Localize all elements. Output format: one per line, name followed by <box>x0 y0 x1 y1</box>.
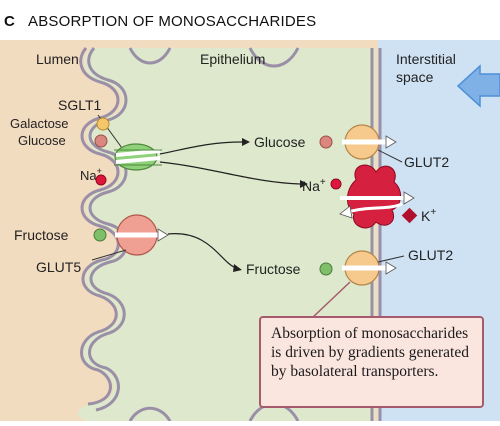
glut5-leader <box>91 249 127 261</box>
fructose-arrow <box>167 233 237 269</box>
glut5-transporter <box>115 214 169 256</box>
tight-junction-left <box>128 47 172 65</box>
sodium-ion-lumen <box>95 174 107 186</box>
glut2-top-leader <box>377 149 403 163</box>
na-k-atpase <box>339 164 415 229</box>
galactose-label: Galactose <box>10 116 69 131</box>
glut2-bottom-label: GLUT2 <box>408 247 453 263</box>
fructose-molecule-lumen <box>93 228 107 242</box>
epithelium-label: Epithelium <box>200 51 265 67</box>
na-label-lumen: Na+ <box>80 166 102 183</box>
panel-title: ABSORPTION OF MONOSACCHARIDES <box>28 13 316 30</box>
glucose-label-lumen: Glucose <box>18 133 66 148</box>
glut2-top-label: GLUT2 <box>404 154 449 170</box>
fructose-molecule-cell <box>319 262 333 276</box>
sodium-arrowhead-apical <box>300 180 308 188</box>
glucose-arrowhead-apical <box>242 138 250 146</box>
glut5-label: GLUT5 <box>36 259 81 275</box>
tight-junction-bottom-left <box>128 406 172 422</box>
sodium-ion-cell <box>330 178 342 190</box>
blue-arrow <box>456 64 500 108</box>
glucose-arrow-apical <box>159 141 243 155</box>
galactose-molecule <box>96 117 110 131</box>
sglt1-label: SGLT1 <box>58 97 102 113</box>
glucose-label-cell: Glucose <box>254 134 306 150</box>
fructose-label-lumen: Fructose <box>14 227 69 243</box>
tight-junction-mid <box>248 47 300 68</box>
glucose-molecule-lumen <box>94 134 108 148</box>
sodium-arrow-apical <box>159 161 301 185</box>
glut2-bottom-transporter <box>342 250 397 286</box>
glut2-bottom-leader <box>377 255 405 263</box>
interstitial-label-2: space <box>396 69 434 85</box>
apical-membrane-inner <box>87 47 128 412</box>
lumen-label: Lumen <box>36 51 79 67</box>
callout-box: Absorption of monosaccharides is driven … <box>259 316 484 408</box>
glut2-top-transporter <box>342 124 397 160</box>
panel-letter: C <box>4 13 15 30</box>
interstitial-label: Interstitial <box>396 51 456 67</box>
fructose-arrowhead <box>233 264 242 272</box>
apical-membrane <box>79 47 120 406</box>
callout-pointer <box>311 281 351 319</box>
fructose-label-cell: Fructose <box>246 261 301 277</box>
sglt1-transporter <box>114 143 162 171</box>
glucose-molecule-cell <box>319 135 333 149</box>
callout-text: Absorption of monosaccharides is driven … <box>271 325 469 380</box>
na-label-cell: Na+ <box>302 177 326 194</box>
potassium-ion <box>401 207 418 224</box>
k-label: K+ <box>421 207 436 224</box>
